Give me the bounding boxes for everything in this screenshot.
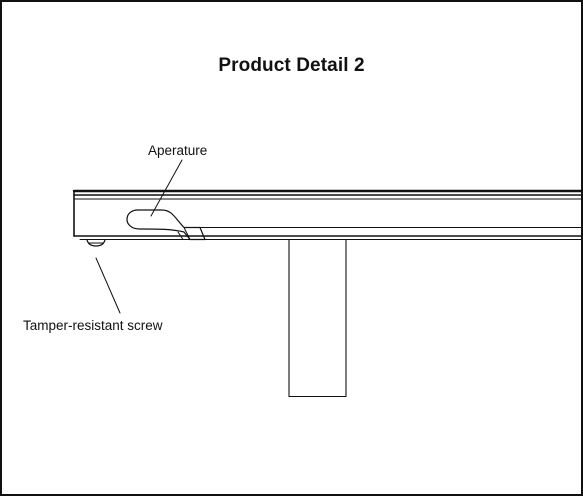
aperture-slot [126, 209, 206, 241]
aperture-bevel [183, 227, 191, 240]
screw-head [86, 238, 106, 247]
screw-callout-label: Tamper-resistant screw [23, 318, 163, 333]
aperture-bevel-2 [177, 231, 184, 240]
screw-leader-line [95, 257, 121, 314]
rail-leg [288, 238, 347, 398]
aperture-callout-label: Aperature [148, 143, 208, 158]
aperture-leader-line [150, 159, 183, 217]
diagram-title: Product Detail 2 [218, 55, 365, 76]
